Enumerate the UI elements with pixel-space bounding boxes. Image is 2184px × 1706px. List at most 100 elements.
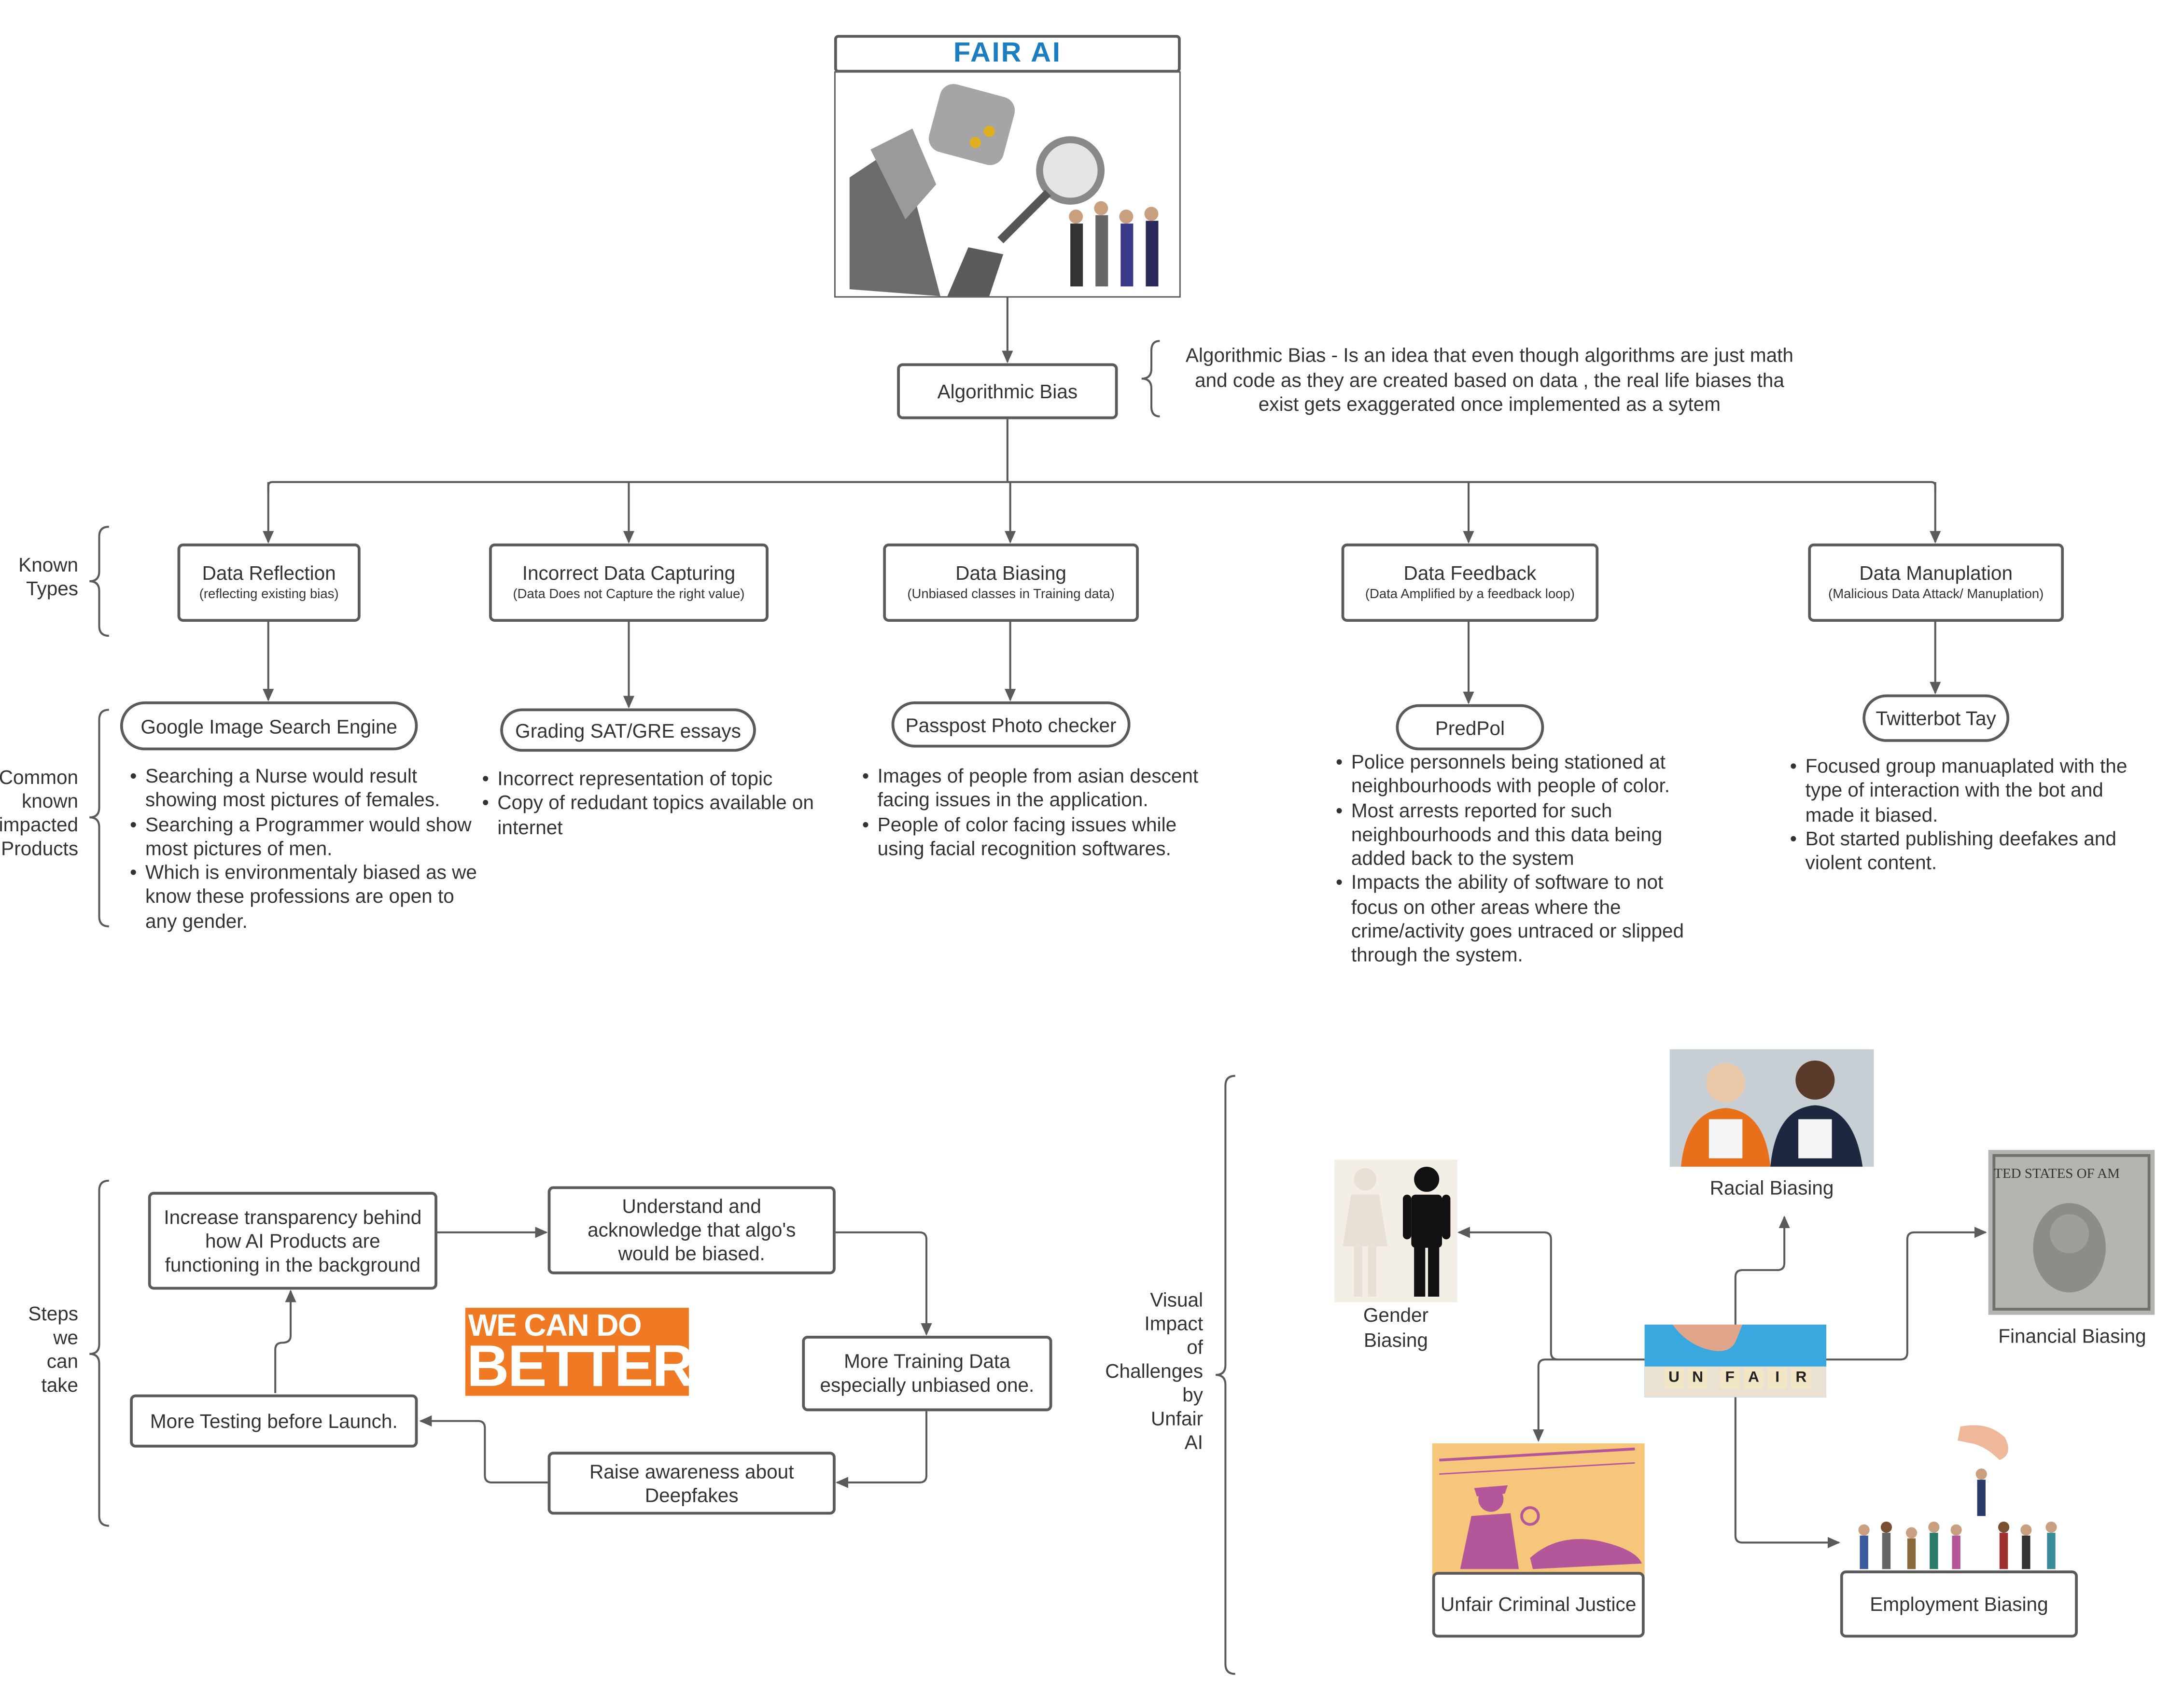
type-data-manuplation: Data Manuplation (Malicious Data Attack/… (1808, 543, 2064, 622)
type-4-subtitle: (Data Amplified by a feedback loop) (1365, 587, 1575, 602)
connector-unfair-criminal (1533, 1358, 1558, 1442)
common-products-line-3: impacted (0, 813, 79, 836)
known-types-label: Known Types (0, 553, 78, 601)
detective-figure-icon (1460, 1485, 1519, 1569)
type-1-title: Data Reflection (202, 561, 336, 584)
tile-i: I (1767, 1368, 1787, 1389)
bullet-item: Focused group manuaplated with the type … (1790, 755, 2138, 827)
type-data-reflection: Data Reflection (reflecting existing bia… (177, 543, 361, 622)
product-google-image-search: Google Image Search Engine (120, 701, 418, 751)
algorithmic-bias-node: Algorithmic Bias (897, 363, 1118, 420)
visual-impact-line-4: Challenges (1105, 1359, 1204, 1382)
product-passpost-photo-checker: Passpost Photo checker (891, 701, 1131, 748)
tile-f: F (1720, 1368, 1740, 1389)
banner-line-1: WE CAN DO (468, 1308, 642, 1343)
product-predpol: PredPol (1396, 704, 1544, 751)
racial-biasing-caption: Racial Biasing (1709, 1176, 1834, 1199)
product-3-label: Passpost Photo checker (905, 713, 1117, 736)
connector-awareness-testing (419, 1415, 548, 1483)
robot-magnifier-handle (997, 190, 1051, 243)
racial-biasing-image (1669, 1049, 1874, 1167)
robot-forearm-shape (947, 247, 1004, 296)
visual-impact-line-2: Impact (1144, 1312, 1204, 1335)
product-1-label: Google Image Search Engine (140, 714, 398, 737)
step-more-testing: More Testing before Launch. (130, 1394, 418, 1448)
connector-unfair-gender (1457, 1227, 1645, 1361)
bullet-item: Most arrests reported for such neighbour… (1336, 798, 1687, 871)
connector-unfair-financial (1826, 1227, 1987, 1361)
robot-magnifier-lens (1036, 136, 1105, 205)
robot-shoulder-shape (870, 128, 937, 220)
bullet-item: Police personnels being stationed at nei… (1336, 750, 1687, 798)
banner-line-2: BETTER (466, 1333, 689, 1396)
type-2-subtitle: (Data Does not Capture the right value) (513, 587, 745, 602)
bullet-item: Bot started publishing deefakes and viol… (1790, 827, 2138, 875)
gender-caption-line-2: Biasing (1364, 1328, 1428, 1351)
bullet-item: Images of people from asian descent faci… (862, 764, 1213, 812)
tile-r: R (1791, 1368, 1811, 1389)
title-box: FAIR AI (834, 35, 1181, 73)
type-data-biasing: Data Biasing (Unbiased classes in Traini… (883, 543, 1139, 622)
unfair-tiles: U N F A I R (1664, 1368, 1811, 1389)
type-incorrect-data-capturing: Incorrect Data Capturing (Data Does not … (489, 543, 769, 622)
criminal-justice-label: Unfair Criminal Justice (1441, 1593, 1637, 1615)
common-products-line-1: Common (0, 766, 79, 788)
visual-impact-line-6: Unfair (1150, 1407, 1204, 1429)
robot-eye-2 (969, 137, 981, 148)
woman-figure-icon (1343, 1168, 1388, 1297)
lying-figure-icon (1530, 1539, 1642, 1569)
employment-biasing-label: Employment Biasing (1870, 1592, 2048, 1615)
bullet-item: Impacts the ability of software to not f… (1336, 871, 1687, 968)
brace-visual-impact (1216, 1075, 1235, 1675)
banknote-text: TED STATES OF AM (1994, 1166, 2120, 1181)
connector-training-awareness (835, 1411, 928, 1488)
bullet-item: Copy of redudant topics available on int… (482, 791, 833, 839)
person-suit-icon (1770, 1060, 1863, 1167)
product-4-label: PredPol (1435, 716, 1505, 739)
robot-inspection-image (834, 71, 1181, 298)
steps-line-1: Steps (28, 1302, 79, 1325)
brace-common-products (89, 709, 109, 928)
product-grading-essays: Grading SAT/GRE essays (500, 708, 756, 752)
algorithmic-bias-label: Algorithmic Bias (937, 379, 1078, 402)
step-raise-awareness: Raise awareness about Deepfakes (547, 1452, 836, 1515)
connector-unfair-racial (1734, 1216, 1790, 1325)
title-text: FAIR AI (953, 38, 1062, 69)
type-4-title: Data Feedback (1403, 561, 1537, 584)
type-3-subtitle: (Unbiased classes in Training data) (907, 587, 1115, 602)
magnifier-icon (1520, 1506, 1540, 1526)
visual-impact-line-1: Visual (1150, 1288, 1204, 1311)
known-types-line-1: Known (18, 553, 79, 576)
bullet-item: Which is environmentaly biased as we kno… (130, 861, 481, 933)
common-products-line-2: known (21, 789, 79, 812)
steps-line-2: we (53, 1326, 79, 1349)
employment-biasing-image (1854, 1424, 2075, 1571)
tile-a: A (1744, 1368, 1764, 1389)
product-2-bullets: Incorrect representation of topic Copy o… (481, 767, 833, 839)
step-training-label: More Training Data especially unbiased o… (820, 1349, 1035, 1396)
picking-hand-icon (1958, 1425, 2008, 1460)
man-figure-icon (1402, 1166, 1451, 1297)
definition-line-3: exist gets exaggerated once implemented … (1258, 392, 1721, 415)
product-2-label: Grading SAT/GRE essays (515, 719, 741, 741)
product-twitterbot-tay: Twitterbot Tay (1862, 694, 2010, 742)
known-types-line-2: Types (26, 577, 79, 600)
unfair-criminal-justice-node: Unfair Criminal Justice (1432, 1572, 1645, 1638)
step-awareness-label: Raise awareness about Deepfakes (589, 1459, 794, 1506)
connector-understand-training (835, 1231, 932, 1336)
steps-line-3: can (46, 1349, 79, 1372)
visual-impact-label: Visual Impact of Challenges by Unfair AI (1087, 1288, 1203, 1454)
product-5-label: Twitterbot Tay (1876, 707, 1996, 729)
common-products-label: Common known impacted Products (0, 766, 78, 861)
employment-biasing-node: Employment Biasing (1840, 1570, 2078, 1638)
type-1-subtitle: (reflecting existing bias) (199, 587, 339, 602)
product-5-bullets: Focused group manuaplated with the type … (1789, 755, 2138, 875)
step-understand-acknowledge: Understand and acknowledge that algo's w… (547, 1186, 836, 1274)
bullet-item: Searching a Nurse would result showing m… (130, 764, 481, 812)
connector-hbar (267, 481, 1936, 492)
steps-line-4: take (41, 1373, 79, 1396)
type-3-title: Data Biasing (955, 561, 1066, 584)
connector-def-brace (1141, 340, 1160, 418)
